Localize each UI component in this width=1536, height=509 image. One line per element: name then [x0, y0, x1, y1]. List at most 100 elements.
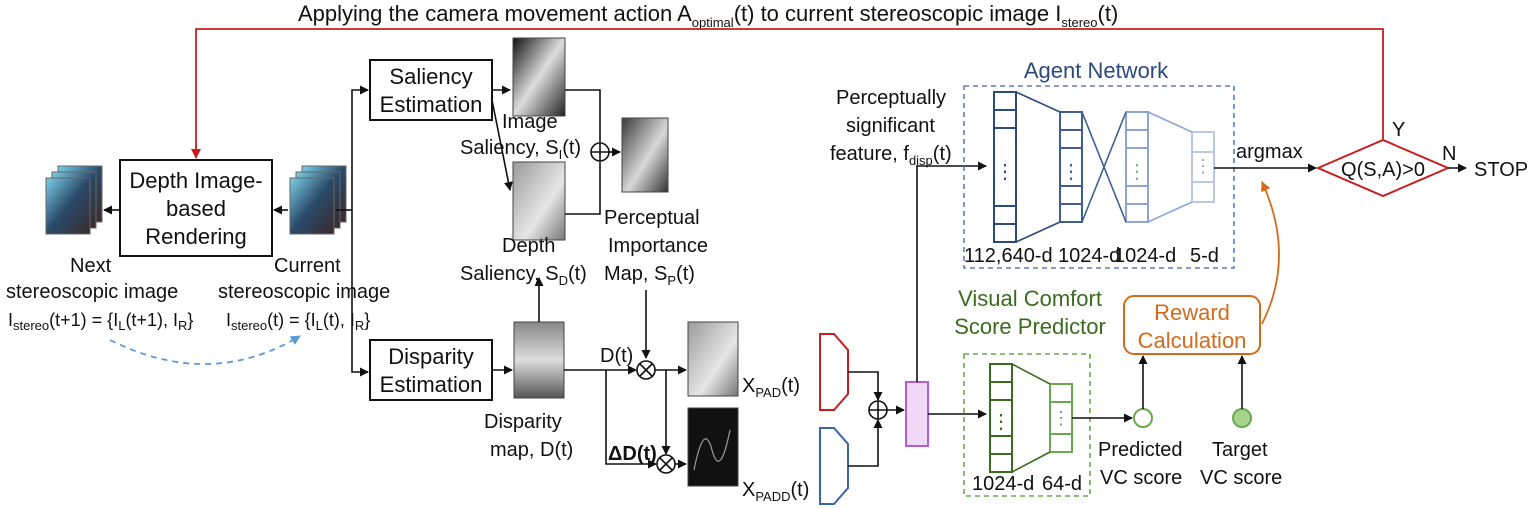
predicted-label-1: Predicted: [1098, 439, 1183, 461]
agent-layer-2-size: 1024-d: [1058, 245, 1120, 267]
dibr-label-1: Depth Image-: [129, 168, 262, 193]
vc-layer-1-size: 1024-d: [972, 473, 1034, 495]
predicted-score-node: [1133, 408, 1153, 428]
feature-vector: [905, 381, 929, 447]
target-label-2: VC score: [1200, 467, 1282, 489]
image-saliency-thumbnail: [512, 37, 566, 117]
agent-layer-1-dots: ⋮: [995, 161, 1015, 183]
depth-sal-to-plus: [565, 162, 601, 215]
target-label-1: Target: [1212, 439, 1268, 461]
padd-cnn-block: [819, 427, 849, 505]
multiply-x-padd: [659, 457, 673, 471]
vc-connections: [1011, 363, 1051, 473]
agent-layer-4-dots: ⋮: [1194, 156, 1212, 176]
agent-layer-3: [1125, 111, 1149, 223]
argmax-label: argmax: [1236, 141, 1303, 163]
disparity-estimation-box: [369, 339, 493, 401]
agent-network-frame: [963, 85, 1235, 269]
xpad-thumbnail: [687, 321, 739, 397]
xpadd-edges: [693, 429, 731, 471]
dibr-label-2: based: [166, 196, 226, 221]
disparity-est-label-1: Disparity: [388, 344, 474, 369]
dibr-box: [119, 159, 273, 257]
feature-to-agent: [916, 161, 987, 382]
pad-to-sum: [848, 371, 883, 401]
agent-layer-3-dots: ⋮: [1127, 161, 1147, 183]
branch-to-saliency: [351, 85, 369, 210]
stop-label: STOP: [1474, 159, 1528, 181]
saliency-label-2: Estimation: [380, 92, 483, 117]
decision-label: Q(S,A)>0: [1341, 159, 1425, 181]
reward-label-2: Calculation: [1138, 328, 1247, 353]
reward-label-1: Reward: [1154, 300, 1230, 325]
decision-no: N: [1442, 143, 1456, 165]
image-saliency-label-1: Image: [502, 111, 558, 133]
saliency-sum-plus: [591, 143, 609, 161]
vc-layer-1: [989, 363, 1013, 473]
xpadd-label: XPADD(t): [742, 479, 809, 504]
decision-yes: Y: [1392, 119, 1405, 141]
predicted-label-2: VC score: [1100, 467, 1182, 489]
depth-saliency-label-1: Depth: [502, 235, 555, 257]
vc-title-2: Score Predictor: [954, 314, 1106, 339]
multiply-x-pad: [639, 363, 653, 377]
depth-saliency-label-2: Saliency, SD(t): [460, 263, 587, 288]
current-image-label-2: stereoscopic image: [218, 281, 390, 303]
xpadd-thumbnail: [687, 407, 739, 487]
agent-layer-4-size: 5-d: [1190, 245, 1219, 267]
next-image-label-1: Next: [70, 255, 112, 277]
next-image-thumbnails: [45, 165, 103, 235]
feedback-loop-arrow: [191, 28, 1384, 159]
image-saliency-label-2: Saliency, SI(t): [460, 137, 581, 162]
padd-to-sum: [848, 419, 883, 467]
temporal-dashed-arrow: [109, 335, 301, 365]
feature-label-1: Perceptually: [836, 87, 946, 109]
agent-layer-4: [1191, 131, 1215, 203]
feature-sum-plus: [869, 401, 887, 419]
target-score-node: [1232, 408, 1252, 428]
agent-layer-2: [1059, 111, 1083, 223]
perceptual-map-label-3: Map, SP(t): [604, 263, 695, 288]
dibr-label-3: Rendering: [145, 224, 247, 249]
agent-layer-2-dots: ⋮: [1061, 161, 1081, 183]
current-image-label-1: Current: [274, 255, 341, 277]
agent-layer-3-size: 1024-d: [1114, 245, 1176, 267]
disparity-map-label-2: map, D(t): [490, 439, 573, 461]
disparity-map-thumbnail: [513, 321, 565, 399]
delta-d-path: [605, 370, 657, 469]
image-sal-to-plus: [565, 89, 601, 142]
reward-box: [1123, 295, 1261, 355]
agent-layer-1: [993, 91, 1017, 243]
disparity-est-label-2: Estimation: [380, 372, 483, 397]
disparity-map-label-1: Disparity: [484, 411, 562, 433]
depth-saliency-thumbnail: [512, 161, 566, 241]
vc-title-1: Visual Comfort: [958, 286, 1102, 311]
saliency-to-depth-arrow: [491, 99, 513, 191]
xpad-label: XPAD(t): [742, 375, 800, 400]
saliency-label-1: Saliency: [389, 64, 472, 89]
feature-label-2: significant: [846, 115, 935, 137]
next-image-label-2: stereoscopic image: [6, 281, 178, 303]
vc-layer-2-size: 64-d: [1042, 473, 1082, 495]
loop-caption: Applying the camera movement action Aopt…: [298, 1, 1118, 30]
perceptual-map-label-1: Perceptual: [604, 207, 700, 229]
current-image-thumbnails: [289, 165, 347, 235]
branch-to-disparity: [351, 210, 369, 377]
vc-layer-1-dots: ⋮: [991, 411, 1011, 433]
reward-to-agent-arrow: [1261, 181, 1280, 325]
agent-network-title: Agent Network: [1024, 58, 1169, 83]
pad-cnn-block: [819, 333, 849, 411]
next-image-equation: Istereo(t+1) = {IL(t+1), IR}: [8, 310, 193, 333]
vc-layer-2-dots: ⋮: [1052, 408, 1070, 428]
current-image-equation: Istereo(t) = {IL(t), IR}: [226, 310, 370, 333]
vc-frame: [963, 353, 1091, 497]
feature-label-3: feature, fdisp(t): [830, 143, 952, 168]
perceptual-map-thumbnail: [621, 117, 669, 193]
agent-connections: [1015, 91, 1193, 243]
d-label: D(t): [600, 345, 633, 367]
delta-d-label: ΔD(t): [608, 443, 657, 465]
agent-layer-1-size: 112,640-d: [964, 245, 1053, 267]
perceptual-map-label-2: Importance: [608, 235, 708, 257]
